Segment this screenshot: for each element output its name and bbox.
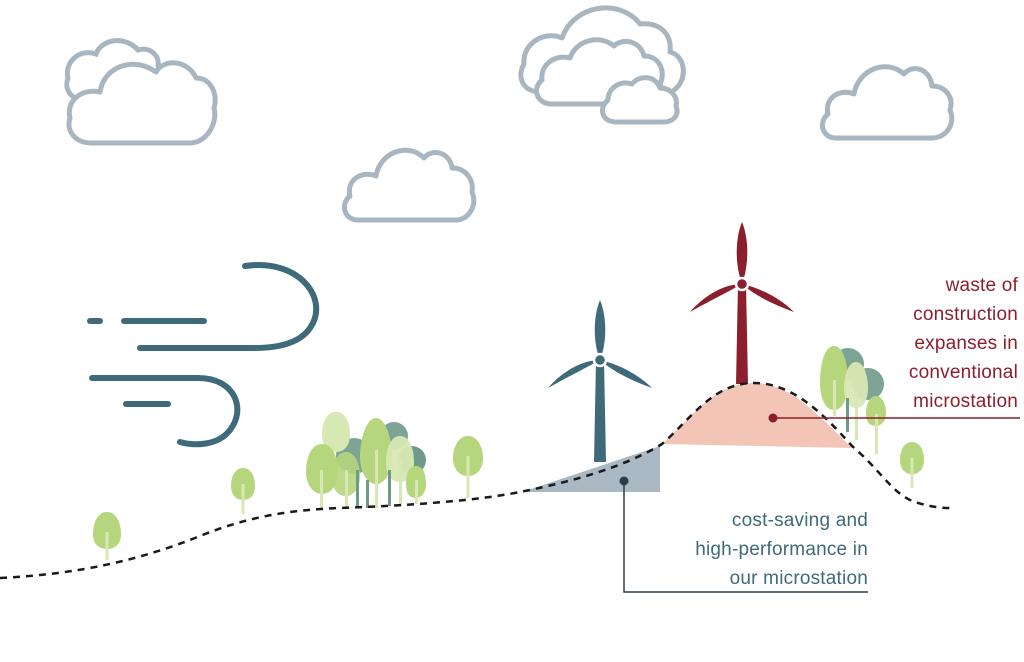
leader-line-conventional [768, 413, 1020, 423]
annotation-line: microstation [913, 391, 1018, 412]
annotation-line: waste of [945, 275, 1018, 296]
tree-icon [900, 442, 924, 488]
cloud-icon [341, 147, 477, 223]
annotation-line: construction [913, 304, 1018, 325]
tree-cluster [306, 412, 426, 508]
wind-icon [87, 262, 320, 448]
tree-icon [231, 468, 255, 514]
ground-line [0, 381, 953, 580]
wind-turbine-icon [690, 222, 794, 384]
annotation-line: high-performance in [695, 539, 868, 560]
cloud-icon [819, 64, 955, 141]
annotation-line: expanses in [914, 333, 1018, 354]
tree-icon [93, 512, 121, 560]
microstation-foundation [522, 446, 660, 492]
annotation-line: our microstation [729, 568, 868, 589]
tree-icon [453, 436, 483, 498]
annotation-conventional-waste: waste of construction expanses in conven… [909, 271, 1018, 416]
wind-turbine-icon [548, 300, 652, 462]
annotation-line: conventional [908, 362, 1018, 383]
annotation-cost-saving: cost-saving and high-performance in our … [695, 506, 868, 593]
cloud-icon [64, 38, 218, 146]
leader-line-ours [619, 476, 868, 593]
cloud-icon [518, 5, 686, 125]
annotation-line: cost-saving and [731, 510, 868, 531]
